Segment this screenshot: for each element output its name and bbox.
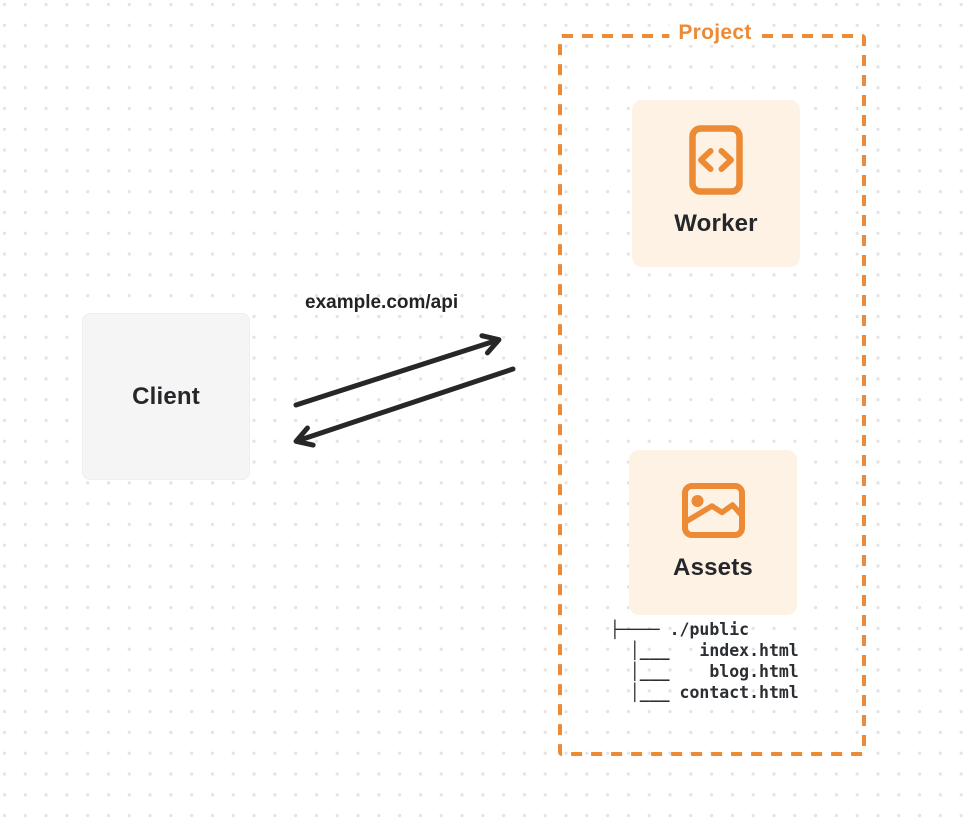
project-label: Project (669, 21, 761, 45)
response-arrow (293, 366, 516, 448)
client-node: Client (82, 313, 250, 480)
file-tree-line: │___ contact.html (610, 683, 799, 702)
request-arrow (293, 333, 502, 408)
request-url-label: example.com/api (305, 292, 459, 313)
file-tree: ├──── ./public │___ index.html │___ blog… (610, 619, 799, 703)
file-tree-line: │___ blog.html (610, 662, 799, 681)
assets-node: Assets (629, 450, 797, 615)
client-label: Client (132, 382, 200, 410)
image-icon (681, 483, 745, 538)
code-document-icon (689, 125, 743, 195)
file-tree-line: ├──── ./public (610, 620, 750, 639)
assets-label: Assets (673, 554, 753, 581)
file-tree-line: │___ index.html (610, 641, 799, 660)
worker-node: Worker (632, 100, 800, 267)
worker-label: Worker (674, 210, 758, 237)
